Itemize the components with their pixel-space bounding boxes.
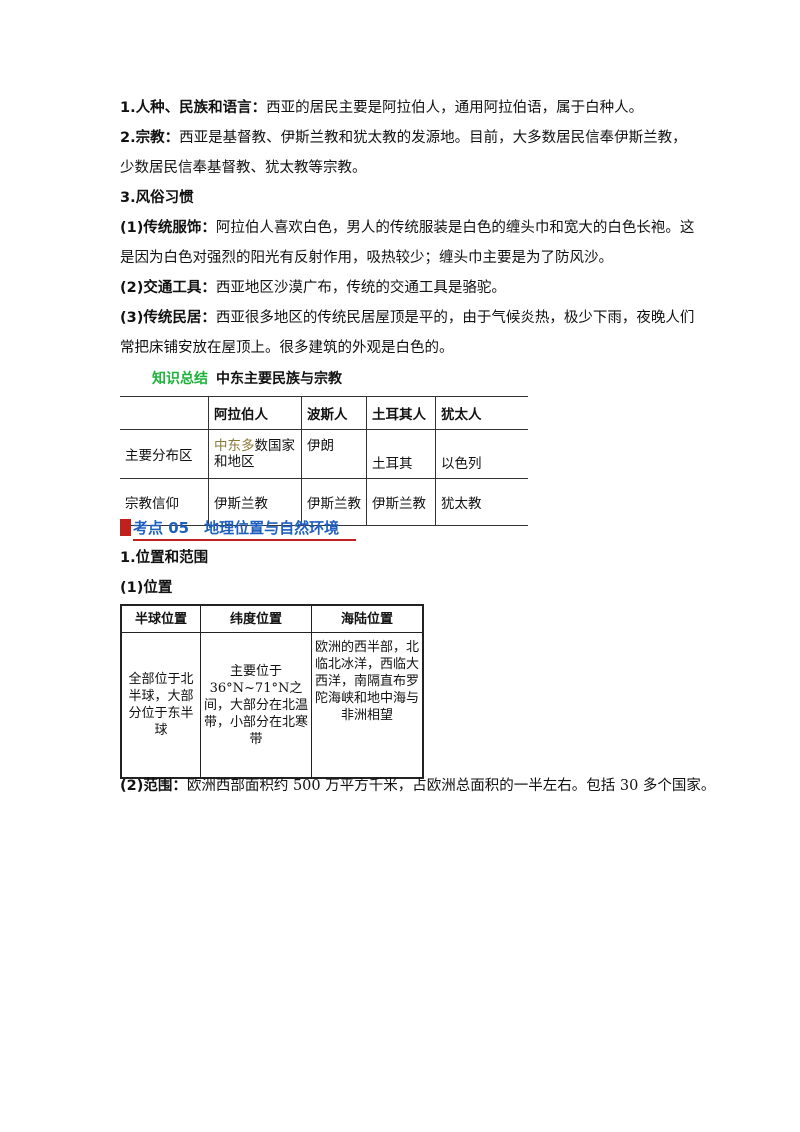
paragraph-text: 西亚很多地区的传统民居屋顶是平的，由于气候炎热，极少下雨，夜晚人们 xyxy=(215,310,695,326)
table-cell: 主要分布区 xyxy=(120,429,209,479)
knowledge-summary: 知识总结中东主要民族与宗教 xyxy=(152,368,342,388)
table-header-cell xyxy=(120,396,209,430)
table-cell: 伊斯兰教 xyxy=(208,478,302,526)
section-title: 考点 05 地理位置与自然环境 xyxy=(133,519,340,537)
paragraph-heading: (1)传统服饰： xyxy=(120,220,216,236)
table-header-row: 阿拉伯人 波斯人 土耳其人 犹太人 xyxy=(120,396,528,430)
subheading-location: (1)位置 xyxy=(120,580,173,596)
paragraph-dwelling: (3)传统民居：西亚很多地区的传统民居屋顶是平的，由于气候炎热，极少下雨，夜晚人… xyxy=(120,308,694,328)
paragraph-range: (2)范围：欧洲西部面积约 500 万平方千米，占欧洲总面积的一半左右。包括 3… xyxy=(120,776,715,796)
table-header-row: 半球位置 纬度位置 海陆位置 xyxy=(120,604,424,633)
paragraph-text: 西亚的居民主要是阿拉伯人，通用阿拉伯语，属于白种人。 xyxy=(266,100,644,116)
paragraph-dwelling-cont: 常把床铺安放在屋顶上。很多建筑的外观是白色的。 xyxy=(120,340,454,356)
paragraph-transport: (2)交通工具：西亚地区沙漠广布，传统的交通工具是骆驼。 xyxy=(120,278,506,298)
table-header-cell: 阿拉伯人 xyxy=(208,396,302,430)
section-underline xyxy=(133,539,356,541)
highlight-text: 中东多 xyxy=(214,438,255,454)
location-table: 半球位置 纬度位置 海陆位置 全部位于北半球，大部分位于东半球 主要位于36°N… xyxy=(120,604,424,779)
cell-text: 数国家和地区 xyxy=(214,438,295,470)
table-cell: 主要位于36°N~71°N之间，大部分在北温带，小部分在北寒带 xyxy=(200,632,312,779)
table-cell: 以色列 xyxy=(435,429,528,479)
table-row: 宗教信仰 伊斯兰教 伊斯兰教 伊斯兰教 犹太教 xyxy=(120,478,528,526)
paragraph-heading: (2)交通工具： xyxy=(120,280,216,296)
ethnic-religion-table: 阿拉伯人 波斯人 土耳其人 犹太人 主要分布区 中东多数国家和地区 伊朗 土耳其… xyxy=(120,396,528,526)
paragraph-race-language: 1.人种、民族和语言：西亚的居民主要是阿拉伯人，通用阿拉伯语，属于白种人。 xyxy=(120,98,643,118)
table-cell: 伊斯兰教 xyxy=(366,478,436,526)
summary-title: 中东主要民族与宗教 xyxy=(216,371,342,387)
paragraph-heading: 1.人种、民族和语言： xyxy=(120,100,267,116)
paragraph-text: 西亚是基督教、伊斯兰教和犹太教的发源地。目前，大多数居民信奉伊斯兰教， xyxy=(179,130,687,146)
table-header-cell: 土耳其人 xyxy=(366,396,436,430)
table-cell: 伊斯兰教 xyxy=(301,478,367,526)
section-marker-icon xyxy=(120,519,131,536)
paragraph-text: 欧洲西部面积约 500 万平方千米，占欧洲总面积的一半左右。包括 30 多个国家… xyxy=(186,778,716,794)
table-cell: 中东多数国家和地区 xyxy=(208,429,302,479)
table-row: 主要分布区 中东多数国家和地区 伊朗 土耳其 以色列 xyxy=(120,429,528,479)
heading-customs: 3.风俗习惯 xyxy=(120,190,194,206)
table-header-cell: 海陆位置 xyxy=(311,604,424,633)
table-cell: 犹太教 xyxy=(435,478,528,526)
table-cell: 全部位于北半球，大部分位于东半球 xyxy=(120,632,201,779)
paragraph-clothing-cont: 是因为白色对强烈的阳光有反射作用，吸热较少；缠头巾主要是为了防风沙。 xyxy=(120,250,613,266)
section-heading: 考点 05 地理位置与自然环境 xyxy=(120,516,356,541)
paragraph-religion: 2.宗教：西亚是基督教、伊斯兰教和犹太教的发源地。目前，大多数居民信奉伊斯兰教， xyxy=(120,128,687,148)
paragraph-religion-cont: 少数居民信奉基督教、犹太教等宗教。 xyxy=(120,160,367,176)
paragraph-text: 西亚地区沙漠广布，传统的交通工具是骆驼。 xyxy=(215,280,506,296)
table-cell: 土耳其 xyxy=(366,429,436,479)
paragraph-text: 阿拉伯人喜欢白色，男人的传统服装是白色的缠头巾和宽大的白色长袍。这 xyxy=(215,220,695,236)
table-cell: 欧洲的西半部，北临北冰洋，西临大西洋，南隔直布罗陀海峡和地中海与非洲相望 xyxy=(311,632,424,779)
table-header-cell: 半球位置 xyxy=(120,604,201,633)
paragraph-heading: 2.宗教： xyxy=(120,130,180,146)
paragraph-clothing: (1)传统服饰：阿拉伯人喜欢白色，男人的传统服装是白色的缠头巾和宽大的白色长袍。… xyxy=(120,218,694,238)
table-row: 全部位于北半球，大部分位于东半球 主要位于36°N~71°N之间，大部分在北温带… xyxy=(120,632,424,779)
table-header-cell: 犹太人 xyxy=(435,396,528,430)
paragraph-heading: (3)传统民居： xyxy=(120,310,216,326)
table-header-cell: 波斯人 xyxy=(301,396,367,430)
table-header-cell: 纬度位置 xyxy=(200,604,312,633)
table-cell: 宗教信仰 xyxy=(120,478,209,526)
subheading-location-range: 1.位置和范围 xyxy=(120,550,209,566)
paragraph-heading: (2)范围： xyxy=(120,778,187,794)
table-cell: 伊朗 xyxy=(301,429,367,479)
summary-label: 知识总结 xyxy=(152,371,208,387)
